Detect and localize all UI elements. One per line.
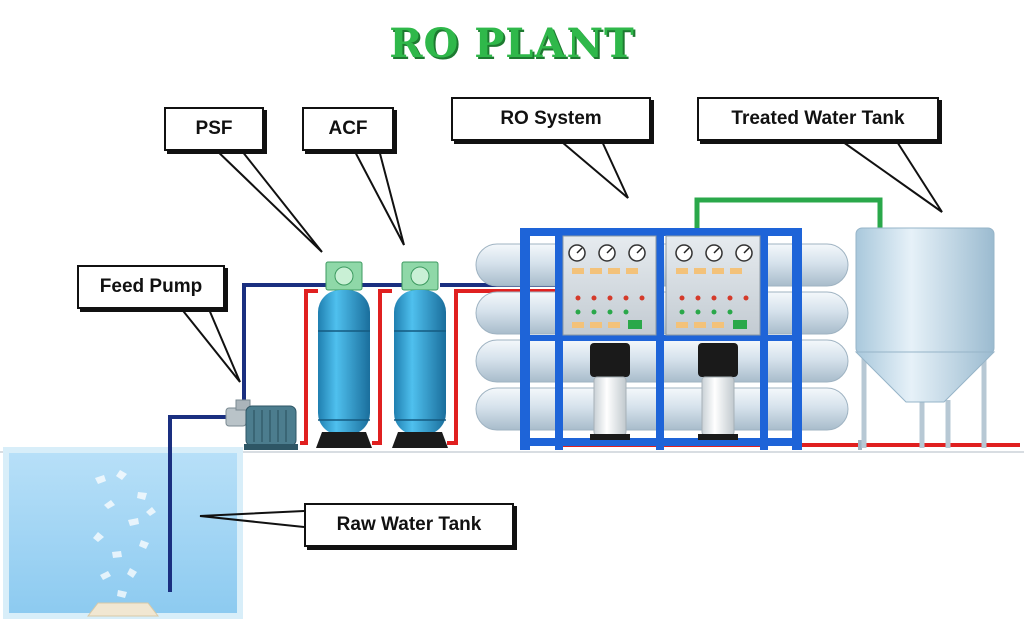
cartridge-filter-right: [698, 343, 738, 440]
raw-water-tank: [3, 447, 243, 619]
feed-pump: [225, 399, 298, 450]
ro-control-panel-right: [665, 235, 761, 336]
cartridge-filter-left: [590, 343, 630, 440]
psf-label: PSF: [164, 107, 264, 151]
callout-pointers: [179, 136, 943, 528]
treated-water-tank: [854, 227, 996, 450]
water-bubbles: [93, 470, 156, 598]
ro-frame: [520, 228, 802, 450]
product-line: [694, 197, 883, 230]
raw-water-tank-label: Raw Water Tank: [304, 503, 514, 547]
acf-label: ACF: [302, 107, 394, 151]
treated-water-tank-label: Treated Water Tank: [697, 97, 939, 141]
ro-system-label: RO System: [451, 97, 651, 141]
diagram-title: RO PLANT: [389, 20, 635, 67]
feed-pump-label: Feed Pump: [77, 265, 225, 309]
acf-filter-vessel: [392, 261, 448, 448]
psf-filter-vessel: [316, 261, 372, 448]
ro-control-panel-left: [562, 235, 657, 336]
